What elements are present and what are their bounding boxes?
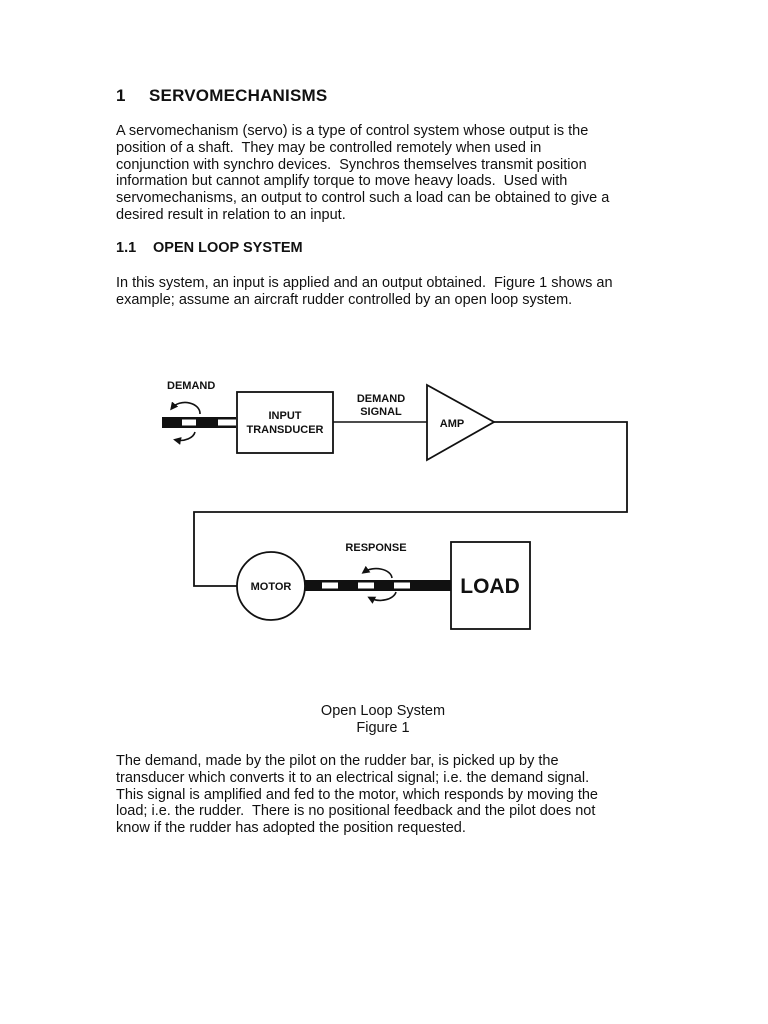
paragraph-line: position of a shaft. They may be control… [116, 139, 542, 156]
demand-rotation-arrow-top [170, 401, 201, 415]
figure-caption-number: Figure 1 [356, 720, 410, 736]
paragraph-line: example; assume an aircraft rudder contr… [116, 291, 573, 308]
paragraph-line: information but cannot amplify torque to… [116, 173, 568, 190]
paragraph-line: This signal is amplified and fed to the … [116, 786, 598, 803]
load-label: LOAD [460, 575, 520, 598]
response-rotation-arrow-bottom [367, 591, 397, 604]
figure-caption-title: Open Loop System [320, 703, 446, 719]
section-heading: 1 SERVOMECHANISMS [116, 86, 327, 106]
demand-rotation-arrow-bottom [173, 431, 196, 445]
open-loop-intro-paragraph: In this system, an input is applied and … [116, 275, 656, 309]
amplifier-triangle [426, 383, 496, 462]
demand-signal-label-line1: DEMAND [357, 393, 405, 405]
demand-signal-label-line2: SIGNAL [360, 406, 402, 418]
paragraph-line: transducer which converts it to an elect… [116, 769, 590, 786]
paragraph-line: know if the rudder has adopted the posit… [116, 820, 466, 837]
input-transducer-box [236, 391, 334, 454]
amp-to-motor-wire [193, 421, 628, 587]
subsection-number: 1.1 [116, 240, 137, 256]
demand-label: DEMAND [167, 380, 215, 392]
paragraph-line: load; i.e. the rudder. There is no posit… [116, 803, 596, 820]
paragraph-line: The demand, made by the pilot on the rud… [116, 753, 559, 769]
input-transducer-label-line2: TRANSDUCER [247, 424, 324, 436]
response-rotation-arrow-top [361, 565, 393, 579]
section-number: 1 [116, 86, 126, 105]
open-loop-diagram: DEMAND INPUT TRANSDUCER DEMAND SIGNAL AM… [162, 380, 628, 630]
motor-label: MOTOR [251, 581, 292, 593]
paragraph-line: servomechanisms, an output to control su… [116, 190, 610, 207]
input-transducer-label-line1: INPUT [269, 410, 302, 422]
response-label: RESPONSE [345, 542, 406, 554]
subsection-title: OPEN LOOP SYSTEM [153, 240, 303, 256]
section-title: SERVOMECHANISMS [149, 86, 328, 105]
motor-output-shaft [305, 580, 451, 591]
intro-paragraph: A servomechanism (servo) is a type of co… [116, 123, 656, 224]
amp-label: AMP [440, 418, 464, 430]
paragraph-line: conjunction with synchro devices. Synchr… [116, 156, 587, 173]
subsection-heading: 1.1 OPEN LOOP SYSTEM [116, 240, 303, 256]
closing-paragraph: The demand, made by the pilot on the rud… [116, 753, 656, 837]
paragraph-line: desired result in relation to an input. [116, 206, 346, 223]
demand-input-shaft [162, 417, 236, 428]
paragraph-line: A servomechanism (servo) is a type of co… [116, 123, 589, 139]
load-box [450, 541, 531, 630]
paragraph-line: In this system, an input is applied and … [116, 275, 613, 291]
